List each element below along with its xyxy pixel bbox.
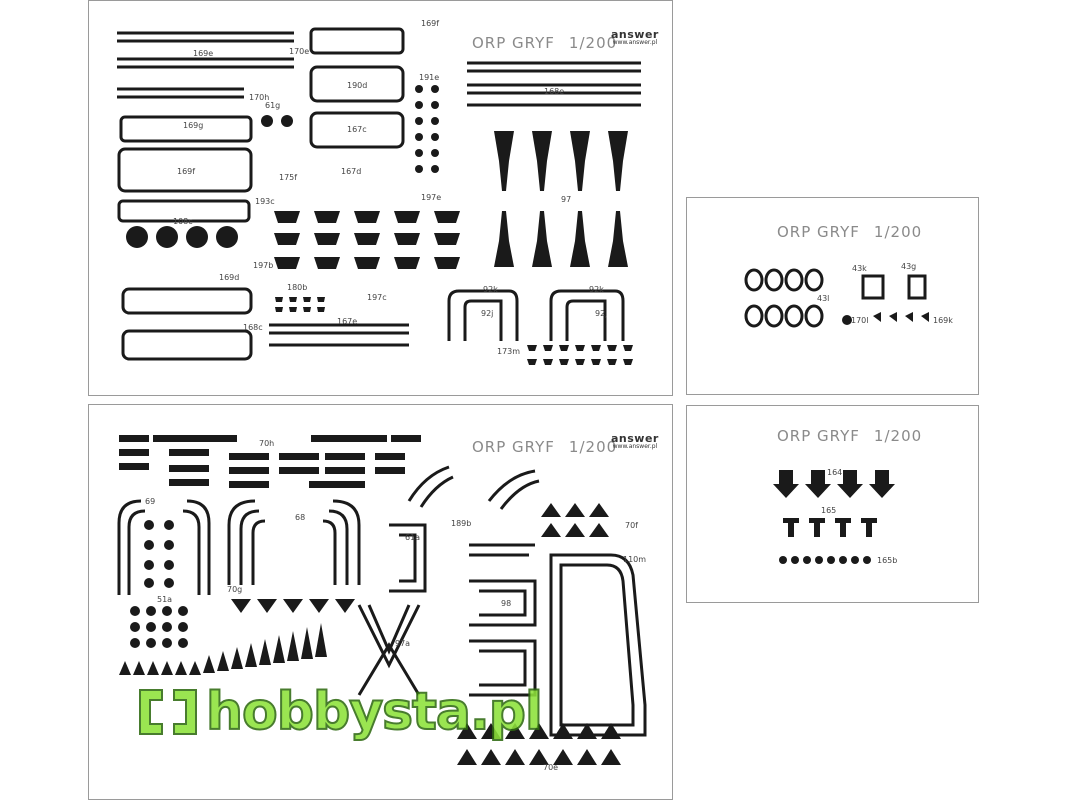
sheet-b-title: ORP GRYF 1/200: [777, 223, 922, 241]
part-label: 69: [145, 497, 156, 506]
part-label: 180b: [287, 283, 308, 292]
part-label: 61g: [265, 101, 281, 110]
part-label: 51a: [157, 595, 173, 604]
part-label: 43k: [852, 264, 867, 273]
answer-brand-url: www.answer.pl: [612, 39, 658, 46]
hobbysta-logo-icon: [132, 676, 204, 748]
part-label: 167d: [341, 167, 362, 176]
sheet-a-scale: 1/200: [568, 34, 618, 52]
sheet-d-scale: 1/200: [873, 427, 923, 445]
part-label: 197e: [421, 193, 442, 202]
part-label: 169k: [933, 316, 953, 325]
part-label: 70h: [259, 439, 275, 448]
part-label: 97a: [395, 639, 411, 648]
answer-brand-url: www.answer.pl: [612, 443, 658, 450]
hobbysta-logo-shape: [139, 689, 197, 735]
part-label: 92j: [481, 309, 494, 318]
part-label: 108c: [173, 217, 193, 226]
part-label: 61a: [405, 533, 421, 542]
sheet-b-scale: 1/200: [873, 223, 923, 241]
part-label: 197b: [253, 261, 274, 270]
part-label: 170l: [851, 316, 869, 325]
answer-logo: answer www.answer.pl: [611, 433, 659, 450]
part-label: 197c: [367, 293, 387, 302]
answer-brand-name: answer: [611, 28, 659, 41]
part-label: 175f: [279, 173, 298, 182]
part-label: 167e: [337, 317, 358, 326]
part-label: 92k: [589, 285, 604, 294]
part-label: 169d: [219, 273, 240, 282]
etch-sheet-d: ORP GRYF 1/200 164 165 165b: [686, 405, 979, 603]
part-label: 70f: [625, 521, 638, 530]
part-label: 165: [821, 506, 837, 515]
part-label: 110m: [623, 555, 647, 564]
part-label: 70e: [543, 763, 559, 772]
sheet-d-title: ORP GRYF 1/200: [777, 427, 922, 445]
sheet-a-title-text: ORP GRYF: [472, 34, 555, 52]
part-label: 168c: [243, 323, 263, 332]
sheet-c-scale: 1/200: [568, 438, 618, 456]
part-label: 97: [561, 195, 572, 204]
part-label: 169f: [177, 167, 196, 176]
sheet-c-parts: [117, 435, 647, 765]
part-label: 164: [827, 468, 843, 477]
sheet-c-title-text: ORP GRYF: [472, 438, 555, 456]
part-label: 193c: [255, 197, 275, 206]
part-label: 70g: [227, 585, 243, 594]
part-label: 165b: [877, 556, 898, 565]
part-label: 189b: [451, 519, 472, 528]
part-label: 43l: [817, 294, 830, 303]
part-label: 92k: [483, 285, 498, 294]
part-label: 170h: [249, 93, 270, 102]
sheet-d-title-text: ORP GRYF: [777, 427, 860, 445]
sheet-c-title: ORP GRYF 1/200: [472, 438, 617, 456]
sheet-d-parts: [773, 470, 895, 564]
part-label: 170e: [289, 47, 310, 56]
sheet-a-parts: [117, 27, 641, 365]
sheet-b-title-text: ORP GRYF: [777, 223, 860, 241]
part-label: 173m: [497, 347, 521, 356]
answer-logo: answer www.answer.pl: [611, 29, 659, 46]
etch-sheet-b: ORP GRYF 1/200 43k 43g 43l 170l 169k: [686, 197, 979, 395]
part-label: 98: [501, 599, 512, 608]
part-label: 169f: [421, 19, 440, 28]
part-label: 169g: [183, 121, 204, 130]
part-label: 167c: [347, 125, 367, 134]
part-label: 168e: [544, 87, 565, 96]
part-label: 92j: [595, 309, 608, 318]
part-label: 190d: [347, 81, 368, 90]
part-label: 191e: [419, 73, 440, 82]
part-label: 169e: [193, 49, 214, 58]
part-label: 68: [295, 513, 306, 522]
watermark: hobbysta.pl: [132, 672, 544, 752]
part-label: 43g: [901, 262, 917, 271]
answer-brand-name: answer: [611, 432, 659, 445]
sheet-b-parts: [744, 268, 929, 328]
sheet-a-title: ORP GRYF 1/200: [472, 34, 617, 52]
watermark-text: hobbysta.pl: [205, 682, 544, 742]
